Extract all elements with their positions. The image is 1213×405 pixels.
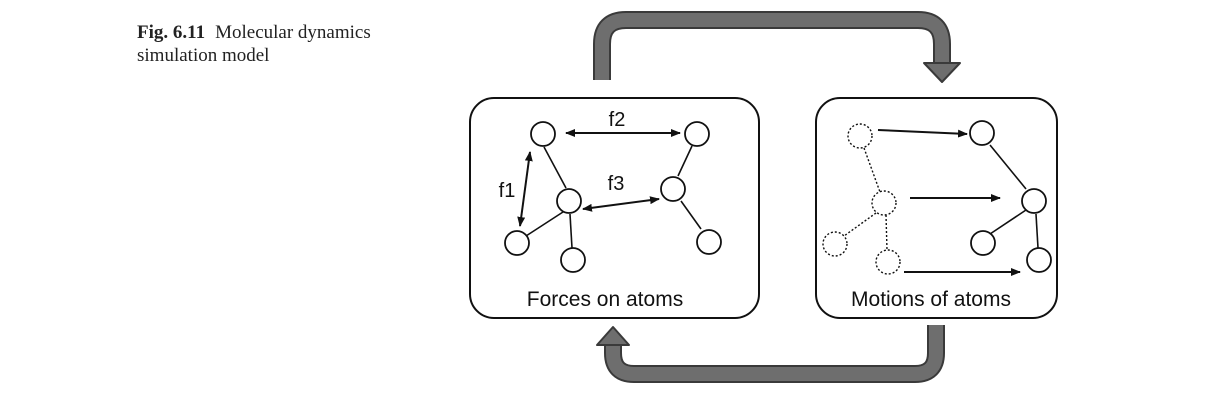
atom-old xyxy=(871,190,897,216)
atom-old xyxy=(847,123,873,149)
atom xyxy=(970,230,996,256)
force-arrow-f1 xyxy=(517,151,533,227)
force-label-f1: f1 xyxy=(499,180,516,202)
atom xyxy=(1021,188,1047,214)
new-bonds xyxy=(989,144,1039,249)
atom xyxy=(660,176,686,202)
atom xyxy=(504,230,530,256)
atom xyxy=(1026,247,1052,273)
atom xyxy=(530,121,556,147)
atoms-left xyxy=(504,121,722,273)
atoms-new-positions xyxy=(969,120,1052,273)
panel-forces-on-atoms: f2 f1 f3 Forces on atoms xyxy=(469,97,760,319)
force-label-f3: f3 xyxy=(608,173,625,195)
atoms-old-positions xyxy=(822,123,901,275)
force-arrows xyxy=(517,129,681,227)
atom xyxy=(696,229,722,255)
motion-arrows xyxy=(877,129,1021,276)
atom-old xyxy=(822,231,848,257)
old-bonds xyxy=(843,147,888,251)
figure-label: Fig. 6.11 xyxy=(137,22,206,43)
cycle-arrow-top xyxy=(593,11,961,83)
force-label-f2: f2 xyxy=(609,109,626,131)
panel-title-right: Motions of atoms xyxy=(851,288,1011,311)
force-arrow-f3 xyxy=(582,196,660,212)
atom xyxy=(556,188,582,214)
atom xyxy=(560,247,586,273)
atom xyxy=(684,121,710,147)
panel-motions-of-atoms: Motions of atoms xyxy=(815,97,1058,319)
figure-caption-text: Molecular dynamics simulation model xyxy=(137,22,371,66)
panel-title-left: Forces on atoms xyxy=(527,288,683,311)
atom xyxy=(969,120,995,146)
atom-old xyxy=(875,249,901,275)
bonds-left xyxy=(525,145,702,249)
cycle-arrow-bottom xyxy=(596,325,945,383)
motion-arrow xyxy=(877,129,968,138)
